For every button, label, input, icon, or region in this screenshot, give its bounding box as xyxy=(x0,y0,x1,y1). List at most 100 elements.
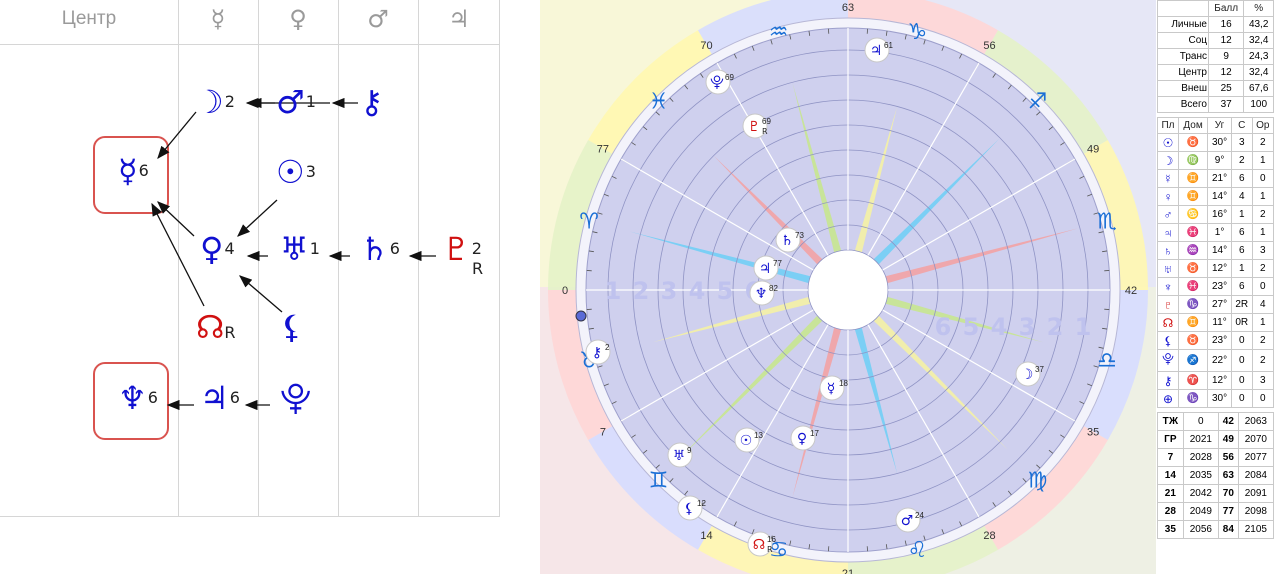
years-cell: 56 xyxy=(1217,448,1239,467)
chart-planet[interactable]: ♅9 xyxy=(667,442,693,468)
degree-tick xyxy=(700,73,704,78)
zodiac-sign-icon: ♈ xyxy=(579,210,599,235)
planet-cell: 2 xyxy=(1251,331,1275,350)
planet-cell: ♍ xyxy=(1177,151,1209,170)
planet-house-number: 17 xyxy=(810,429,819,438)
years-cell: 49 xyxy=(1217,430,1239,449)
moon-icon: ☽ xyxy=(195,83,224,121)
planet-cell: 3 xyxy=(1251,371,1275,390)
zodiac-sign-icon: ♐ xyxy=(1028,89,1048,114)
years-cell: 2049 xyxy=(1182,502,1219,521)
planet-table-header: Дом xyxy=(1177,117,1209,134)
uranus-icon: ♅ xyxy=(280,230,309,268)
balance-cell: Транс xyxy=(1157,48,1209,65)
spoke xyxy=(867,62,980,256)
planet-table-header: С xyxy=(1230,117,1253,134)
arrow xyxy=(151,202,205,307)
planet-cell: 2 xyxy=(1251,349,1275,372)
planet-cell: 0 xyxy=(1251,169,1275,188)
degree-tick xyxy=(1007,84,1012,90)
years-cell: 2035 xyxy=(1182,466,1219,485)
degree-tick xyxy=(592,231,598,234)
chart-planet[interactable]: ☿18 xyxy=(819,375,848,401)
zodiac-sign-icon: ♑ xyxy=(907,20,927,45)
planet-cell: 14° xyxy=(1207,187,1232,206)
chart-planet[interactable]: ♀17 xyxy=(790,425,819,451)
planet-glyph-icon: ♄ xyxy=(1157,241,1179,260)
chart-planet[interactable]: ♄73 xyxy=(775,227,804,253)
degree-label: 14 xyxy=(700,530,712,542)
planet-house-number: 69 xyxy=(725,73,734,82)
chart-planet[interactable]: ⚸12 xyxy=(677,495,706,521)
saturn-node: ♄6 xyxy=(360,232,400,266)
planet-table-header: Ор xyxy=(1251,117,1275,134)
chart-planet[interactable]: ♂24 xyxy=(895,507,924,533)
planet-glyph-icon: ⊕ xyxy=(1157,389,1179,408)
degree-tick xyxy=(1048,449,1054,454)
degree-tick xyxy=(733,521,737,527)
degree-tick xyxy=(603,383,609,387)
planet-icon: ♅ xyxy=(673,448,686,464)
north-node-icon: ☊ xyxy=(196,308,225,346)
planet-cell: 21° xyxy=(1207,169,1232,188)
chart-planet[interactable]: ♃77 xyxy=(753,255,782,281)
years-cell: 0 xyxy=(1182,412,1219,431)
planet-badge xyxy=(667,442,693,468)
zodiac-sign-icon: ♋ xyxy=(769,538,789,563)
planet-cell: 0 xyxy=(1230,389,1253,408)
moon-node: ☽2 xyxy=(195,85,235,119)
bottom-divider xyxy=(0,516,500,517)
degree-label: 77 xyxy=(597,144,609,156)
years-cell: 77 xyxy=(1217,502,1239,521)
degree-tick xyxy=(631,434,636,438)
chart-planet[interactable]: ⚷2 xyxy=(585,339,611,365)
degree-tick xyxy=(642,126,648,131)
degree-tick xyxy=(597,365,603,368)
balance-cell: Всего xyxy=(1157,96,1209,113)
chart-planet[interactable]: ☊16R xyxy=(747,531,776,557)
zodiac-sign-icon: ♎ xyxy=(1097,348,1117,373)
chart-planet[interactable]: ☽37 xyxy=(1015,361,1044,387)
planet-glyph-icon: ♇ xyxy=(1157,295,1179,314)
aspect-ray xyxy=(873,138,1000,265)
degree-tick xyxy=(655,111,660,116)
mercury-count: 6 xyxy=(138,161,149,180)
neptune-node: ♆6 xyxy=(118,381,158,415)
chart-planet[interactable]: ♇69R xyxy=(742,113,771,139)
chart-planet[interactable]: ♃61 xyxy=(864,37,893,63)
grid-circle xyxy=(807,249,889,331)
chart-planet[interactable]: ⯓69 xyxy=(705,69,734,95)
header-jupiter: ♃ xyxy=(448,5,470,33)
degree-tick xyxy=(1098,231,1104,234)
header-center: Центр xyxy=(61,8,117,29)
planet-cell: 6 xyxy=(1230,169,1253,188)
degree-tick xyxy=(789,34,792,40)
chart-planet[interactable]: ☉13 xyxy=(734,427,763,453)
planet-badge xyxy=(790,425,816,451)
pluto-retro: R xyxy=(472,259,484,278)
planet-icon: ♇ xyxy=(748,119,761,135)
node-retro: R xyxy=(224,323,236,342)
planet-badge xyxy=(864,37,890,63)
planet-cell: 1 xyxy=(1251,187,1275,206)
ascendant-marker[interactable] xyxy=(575,310,587,322)
header-mars: ♂ xyxy=(367,5,389,33)
planet-glyph-icon: ♂ xyxy=(1157,205,1179,224)
planet-cell: 1 xyxy=(1230,205,1253,224)
degree-tick xyxy=(751,529,755,535)
chart-planet[interactable]: ♆82 xyxy=(749,280,778,306)
planet-cell: 2 xyxy=(1251,259,1275,278)
planet-glyph-icon: ⚸ xyxy=(1157,331,1179,350)
zodiac-sign-icon: ♓ xyxy=(649,89,669,114)
planet-cell: 0 xyxy=(1230,331,1253,350)
years-cell: 2028 xyxy=(1182,448,1219,467)
planet-badge xyxy=(677,495,703,521)
planet-cell: 30° xyxy=(1207,133,1232,152)
